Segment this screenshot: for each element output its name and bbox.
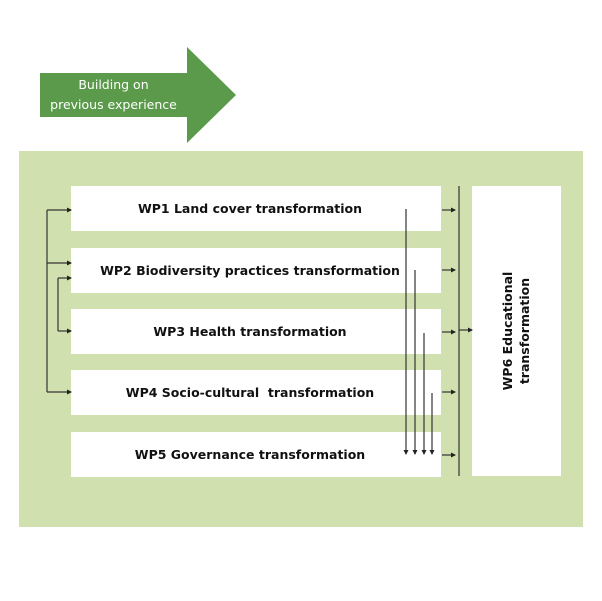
arrow-label-line1: Building on [78,77,149,92]
wp4-label: WP4 Socio-cultural transformation [125,385,375,400]
wp2-label: WP2 Biodiversity practices transformatio… [100,263,400,278]
wp5-box: WP5 Governance transformation [71,432,441,477]
wp2-box: WP2 Biodiversity practices transformatio… [71,248,441,293]
wp6-label-line1: WP6 Educational [500,271,515,391]
wp6-box [472,186,561,476]
arrow-label: Building on previous experience [40,75,187,117]
wp4-box: WP4 Socio-cultural transformation [71,370,441,415]
building-on-experience-arrow [40,47,236,143]
wp1-label: WP1 Land cover transformation [137,201,363,216]
wp3-label: WP3 Health transformation [153,324,347,339]
wp5-label: WP5 Governance transformation [134,447,366,462]
wp6-label-line2: transformation [517,277,532,385]
wp1-box: WP1 Land cover transformation [71,186,441,231]
wp3-box: WP3 Health transformation [71,309,441,354]
wp6-label: WP6 Educational transformation [499,272,533,391]
arrow-label-line2: previous experience [50,97,177,112]
